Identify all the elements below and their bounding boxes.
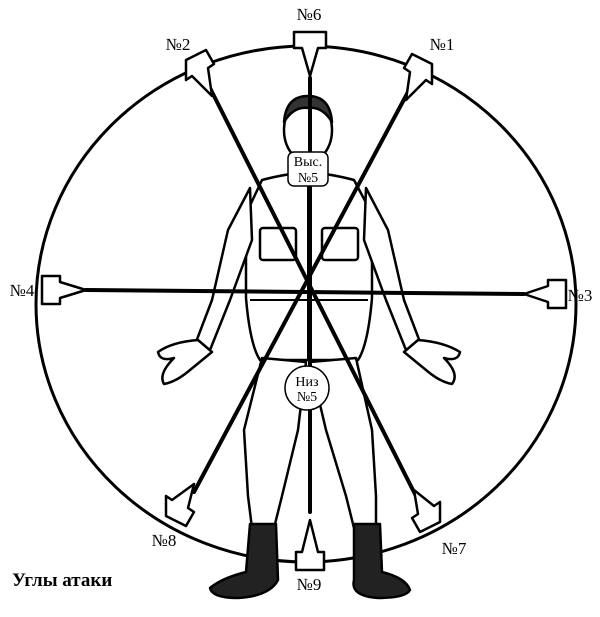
target-high-line2: №5 [298,171,318,186]
arrowheads [40,30,568,572]
line-angle-2-7 [208,86,424,510]
label-angle-6: №6 [297,5,322,24]
arrow-angle-7 [410,488,442,534]
label-angle-3: №3 [568,286,593,305]
figure-boot-left [208,522,280,600]
figure-hand-left [156,338,214,386]
arrow-angle-3 [522,278,568,310]
figure-pocket-left [258,226,298,262]
label-angle-1: №1 [430,35,455,54]
target-high: Выс. №5 [287,151,329,187]
arrow-angle-1 [402,52,434,102]
arrow-angle-8 [164,482,196,528]
label-angle-8: №8 [152,531,177,550]
figure-hand-right [402,338,462,386]
target-low-line2: №5 [297,390,317,405]
target-high-line1: Выс. [294,155,322,170]
label-angle-4: №4 [10,281,35,300]
arrow-angle-2 [184,48,216,98]
diagram-caption: Углы атаки [12,570,112,591]
label-angle-9: №9 [297,575,322,594]
arrow-angle-4 [40,274,88,306]
attack-lines [84,76,526,514]
angle-labels: №6 №2 №1 №4 №3 №8 №7 №9 [10,5,593,594]
target-low-line1: Низ [295,375,319,390]
figure-hair [282,94,334,124]
label-angle-2: №2 [166,35,191,54]
target-low: Низ №5 [284,365,330,411]
arrow-angle-9 [294,518,326,572]
arrow-angle-6 [292,30,328,78]
figure-arm-left [194,186,254,352]
figure-boot-right [352,522,412,600]
line-angle-3-4 [84,288,526,296]
label-angle-7: №7 [442,539,467,558]
line-angle-1-8 [192,90,410,494]
